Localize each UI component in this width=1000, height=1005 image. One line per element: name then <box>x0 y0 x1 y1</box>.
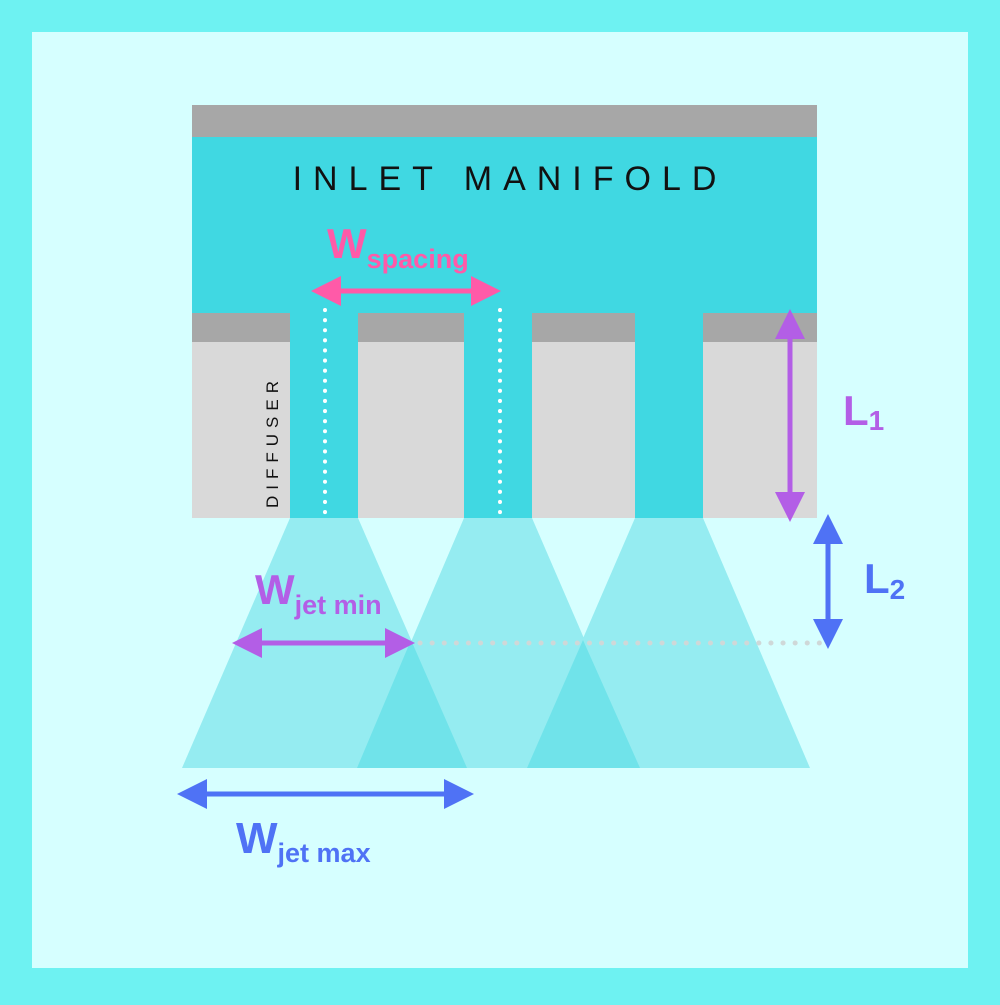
jet-max-label: Wjet max <box>236 814 371 868</box>
diffuser-block-cap <box>192 313 290 342</box>
jet-channel <box>635 313 703 518</box>
jet-min-label-main: W <box>255 566 295 613</box>
manifold-title: INLET MANIFOLD <box>293 160 728 198</box>
jet-min-label-sub: jet min <box>294 590 382 620</box>
diffuser-block-cap <box>358 313 464 342</box>
jet-min-label: Wjet min <box>255 566 382 620</box>
spacing-label-main: W <box>327 220 367 267</box>
jet-channel <box>464 313 532 518</box>
l1-label: L1 <box>843 387 884 436</box>
jet-channels <box>290 313 703 518</box>
diffuser-block <box>532 342 635 518</box>
jet-max-label-sub: jet max <box>277 838 371 868</box>
diffuser-blocks <box>192 313 817 518</box>
l1-label-sub: 1 <box>869 405 885 436</box>
l1-label-main: L <box>843 387 869 434</box>
diffuser-block <box>358 342 464 518</box>
jet-overlap <box>527 640 640 768</box>
l2-label: L2 <box>864 555 905 605</box>
jet-channel <box>290 313 358 518</box>
diffuser-block <box>192 342 290 518</box>
diffuser-label: DIFFUSER <box>263 375 282 508</box>
l2-label-main: L <box>864 555 890 602</box>
diffuser-block-cap <box>703 313 817 342</box>
inlet-manifold <box>192 137 817 313</box>
diffuser-block <box>703 342 817 518</box>
jet-overlap <box>357 640 467 768</box>
jet-max-label-main: W <box>236 814 278 863</box>
top-plate <box>192 105 817 137</box>
l2-label-sub: 2 <box>890 574 906 605</box>
spacing-label-sub: spacing <box>367 244 469 274</box>
diffuser-block-cap <box>532 313 635 342</box>
spacing-label: Wspacing <box>327 220 469 274</box>
